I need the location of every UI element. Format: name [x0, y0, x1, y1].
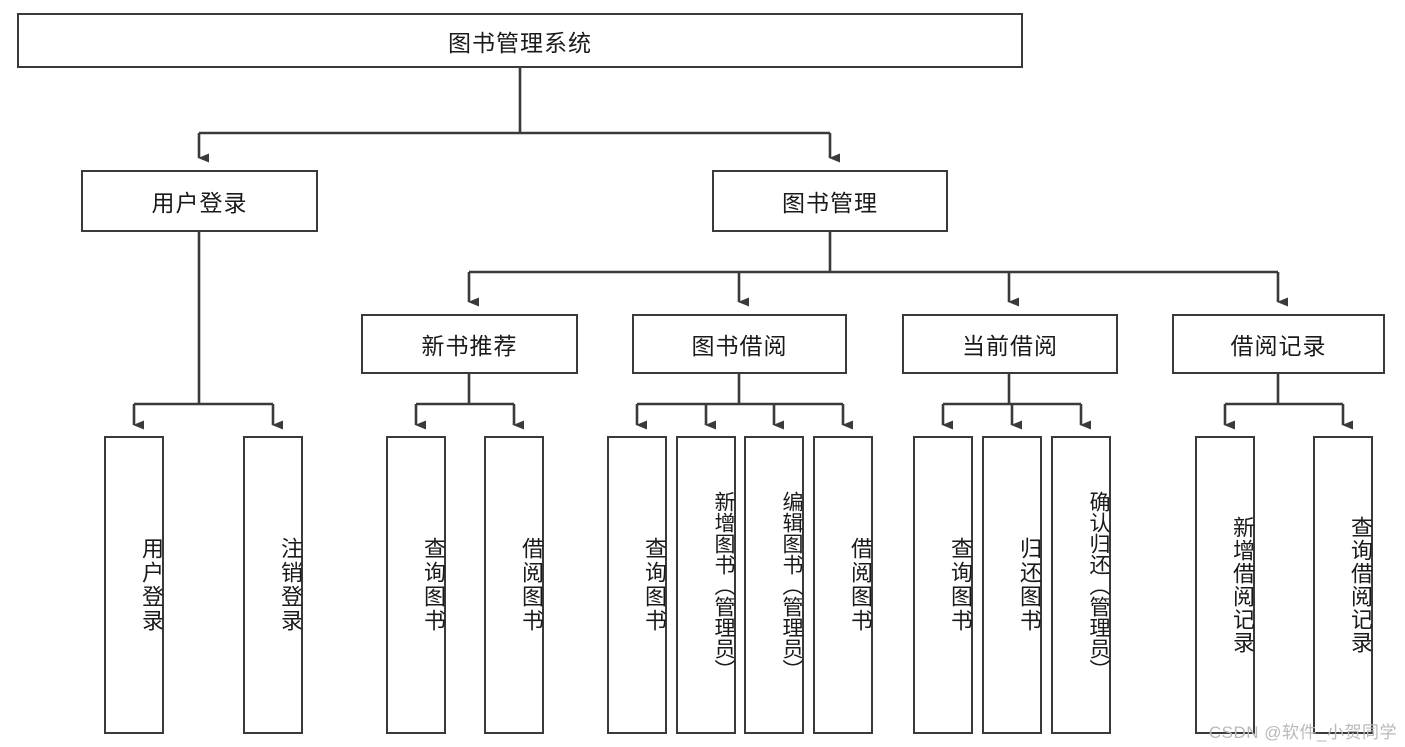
node-leaf-borrow-book[interactable]: 借阅图书: [813, 436, 873, 734]
node-book-borrow-label: 图书借阅: [691, 333, 788, 359]
node-leaf-confirm-return-label: 确认归还（管理员）: [1087, 490, 1110, 680]
node-leaf-user-login-label: 用户登录: [139, 537, 164, 633]
node-leaf-query-book-borrow-label: 查询图书: [642, 537, 667, 633]
node-leaf-query-book-current-label: 查询图书: [948, 537, 973, 633]
node-root[interactable]: 图书管理系统: [17, 13, 1023, 68]
node-new-book-recommend-label: 新书推荐: [421, 333, 518, 359]
node-user-login[interactable]: 用户登录: [81, 170, 318, 232]
node-user-login-label: 用户登录: [151, 190, 248, 216]
node-leaf-query-borrow-record-label: 查询借阅记录: [1348, 516, 1373, 654]
csdn-watermark: CSDN @软件_小贺同学: [1208, 723, 1397, 742]
node-leaf-add-book-admin-label: 新增图书（管理员）: [712, 490, 735, 680]
node-leaf-logout[interactable]: 注销登录: [243, 436, 303, 734]
node-leaf-query-book-current[interactable]: 查询图书: [913, 436, 973, 734]
node-borrow-record[interactable]: 借阅记录: [1172, 314, 1385, 374]
node-root-label: 图书管理系统: [448, 29, 592, 56]
node-leaf-return-book-label: 归还图书: [1017, 537, 1042, 633]
node-leaf-borrow-book-label: 借阅图书: [848, 537, 873, 633]
node-leaf-borrow-book-recommend-label: 借阅图书: [519, 537, 544, 633]
node-leaf-add-book-admin[interactable]: 新增图书（管理员）: [676, 436, 736, 734]
node-leaf-user-login[interactable]: 用户登录: [104, 436, 164, 734]
node-leaf-logout-label: 注销登录: [278, 537, 303, 633]
node-leaf-borrow-book-recommend[interactable]: 借阅图书: [484, 436, 544, 734]
node-book-management-label: 图书管理: [782, 190, 878, 216]
node-leaf-add-borrow-record[interactable]: 新增借阅记录: [1195, 436, 1255, 734]
node-book-borrow[interactable]: 图书借阅: [632, 314, 847, 374]
node-leaf-edit-book-admin-label: 编辑图书（管理员）: [780, 490, 803, 680]
node-current-borrow[interactable]: 当前借阅: [902, 314, 1118, 374]
node-leaf-query-book-recommend[interactable]: 查询图书: [386, 436, 446, 734]
node-leaf-query-borrow-record[interactable]: 查询借阅记录: [1313, 436, 1373, 734]
node-new-book-recommend[interactable]: 新书推荐: [361, 314, 578, 374]
node-leaf-edit-book-admin[interactable]: 编辑图书（管理员）: [744, 436, 804, 734]
node-leaf-query-book-borrow[interactable]: 查询图书: [607, 436, 667, 734]
node-book-management[interactable]: 图书管理: [712, 170, 948, 232]
node-borrow-record-label: 借阅记录: [1230, 333, 1327, 359]
node-leaf-return-book[interactable]: 归还图书: [982, 436, 1042, 734]
node-leaf-add-borrow-record-label: 新增借阅记录: [1230, 516, 1255, 654]
node-leaf-query-book-recommend-label: 查询图书: [421, 537, 446, 633]
node-current-borrow-label: 当前借阅: [962, 333, 1058, 359]
node-leaf-confirm-return[interactable]: 确认归还（管理员）: [1051, 436, 1111, 734]
